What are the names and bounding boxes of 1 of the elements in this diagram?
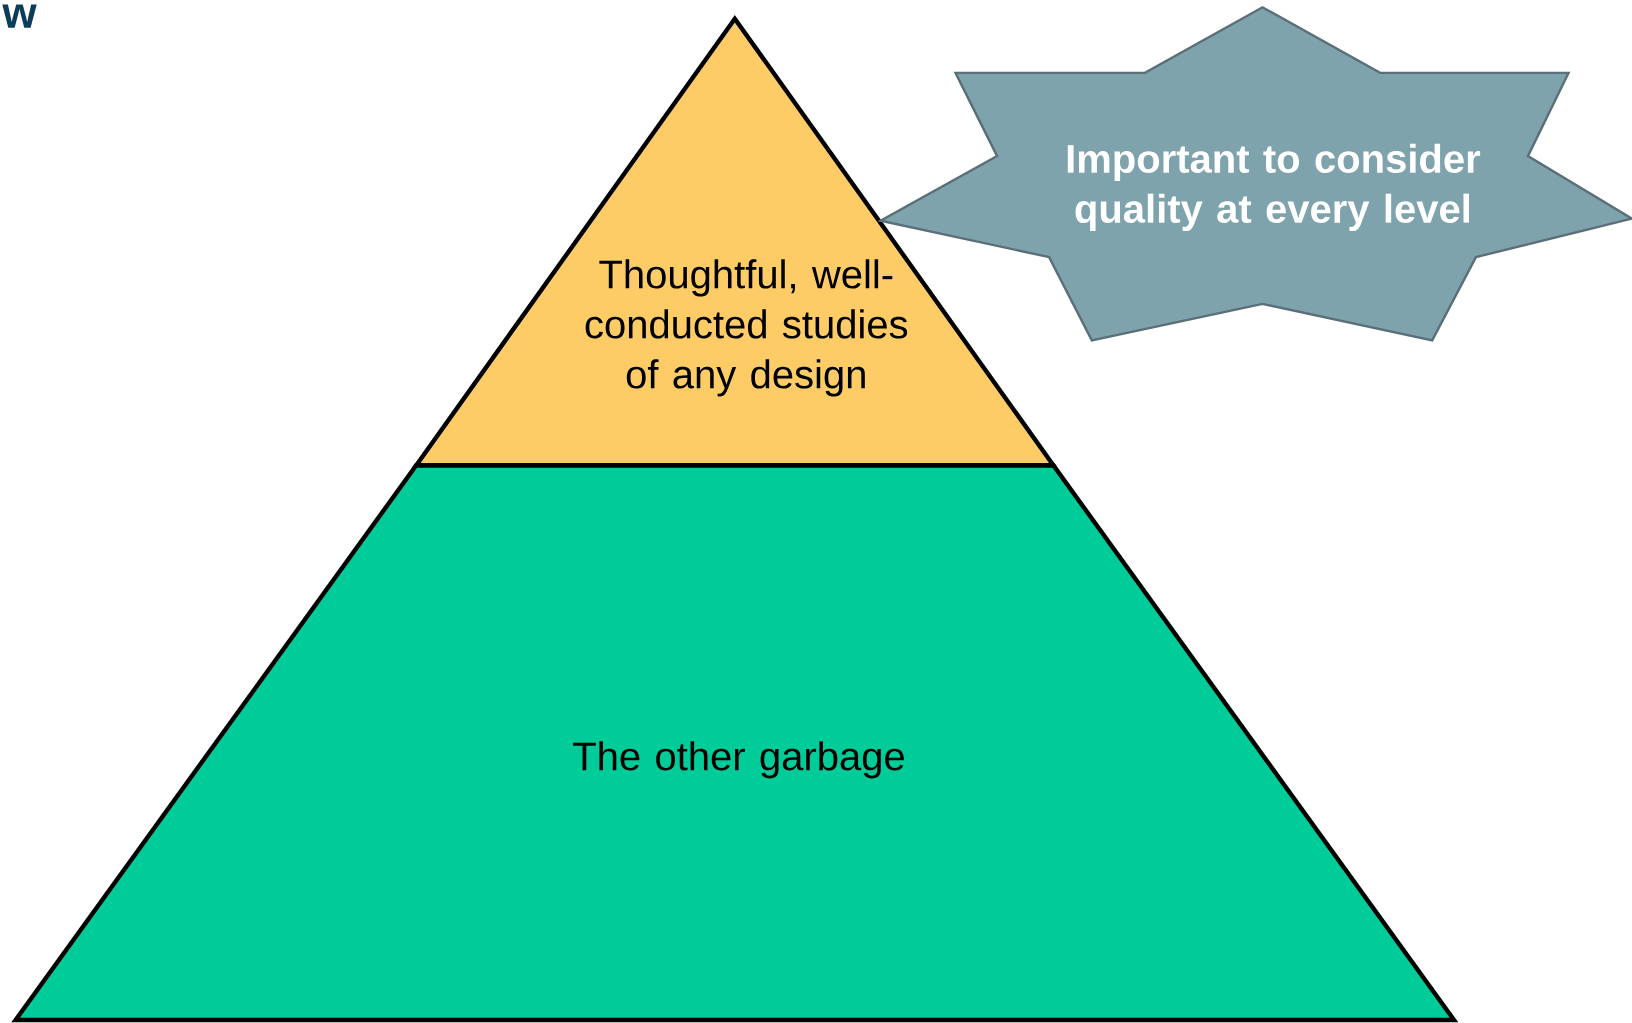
- heading-fragment: w: [2, 4, 37, 28]
